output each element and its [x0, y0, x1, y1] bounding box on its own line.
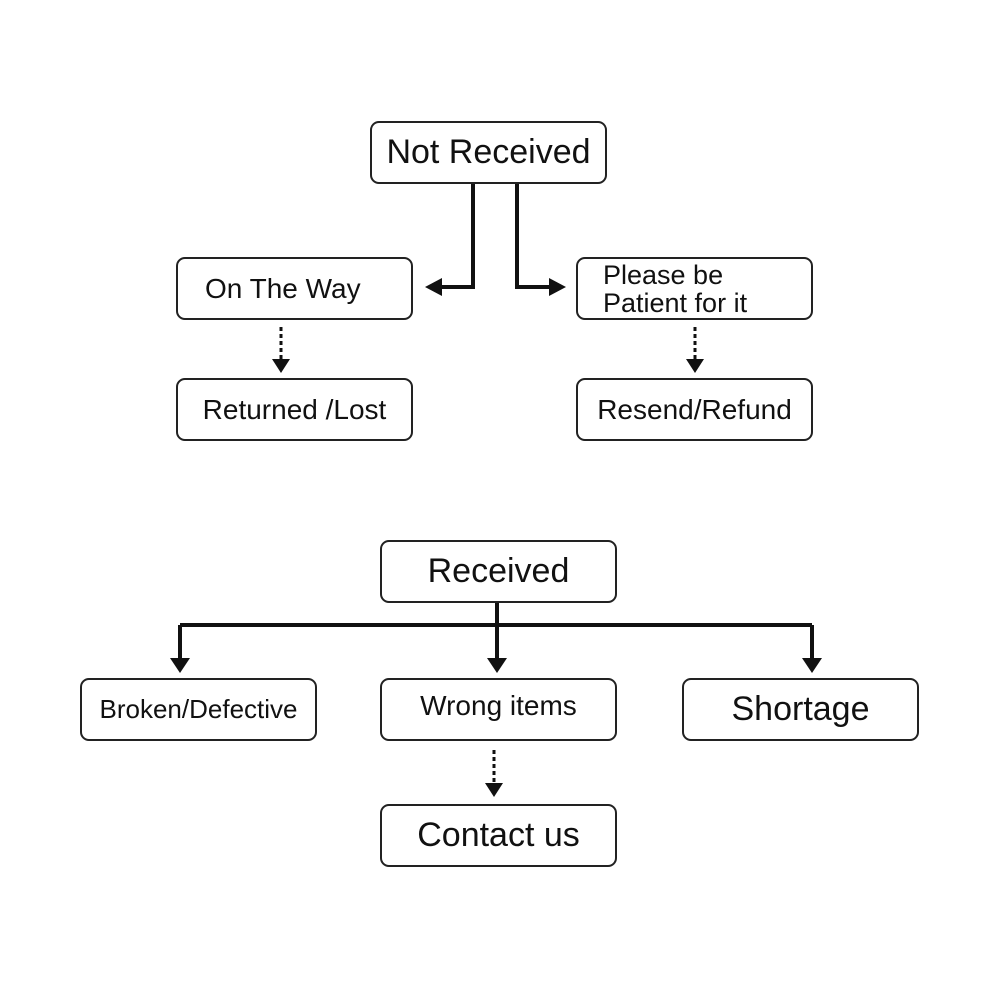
- node-not-received: Not Received: [370, 121, 607, 184]
- node-label: Not Received: [386, 133, 591, 171]
- node-label: Broken/Defective: [99, 694, 298, 724]
- node-label: Resend/Refund: [597, 393, 792, 425]
- node-shortage: Shortage: [682, 678, 919, 741]
- arrowhead-to-contact-us: [485, 783, 503, 797]
- node-label: Shortage: [731, 690, 870, 728]
- arrowhead-to-on-the-way: [425, 278, 442, 296]
- node-label: On The Way: [205, 272, 361, 304]
- arrowhead-to-broken-defective: [170, 658, 190, 673]
- node-resend-refund: Resend/Refund: [576, 378, 813, 441]
- node-label: Returned /Lost: [202, 393, 387, 425]
- arrowhead-to-wrong-items: [487, 658, 507, 673]
- node-please-be-patient: Please be Patient for it: [576, 257, 813, 320]
- arrowhead-to-returned-lost: [272, 359, 290, 373]
- node-label: Contact us: [417, 816, 580, 854]
- node-label: Please be Patient for it: [603, 259, 748, 318]
- node-label: Wrong items: [420, 690, 577, 721]
- arrowhead-to-resend-refund: [686, 359, 704, 373]
- node-received: Received: [380, 540, 617, 603]
- arrowhead-to-please-be-patient: [549, 278, 566, 296]
- connector-not-received-to-on-the-way: [440, 184, 475, 289]
- node-on-the-way: On The Way: [176, 257, 413, 320]
- node-broken-defective: Broken/Defective: [80, 678, 317, 741]
- connector-not-received-to-please-be-patient: [515, 184, 550, 289]
- node-contact-us: Contact us: [380, 804, 617, 867]
- node-label: Received: [427, 552, 570, 590]
- node-returned-lost: Returned /Lost: [176, 378, 413, 441]
- arrowhead-to-shortage: [802, 658, 822, 673]
- node-wrong-items: Wrong items: [380, 678, 617, 741]
